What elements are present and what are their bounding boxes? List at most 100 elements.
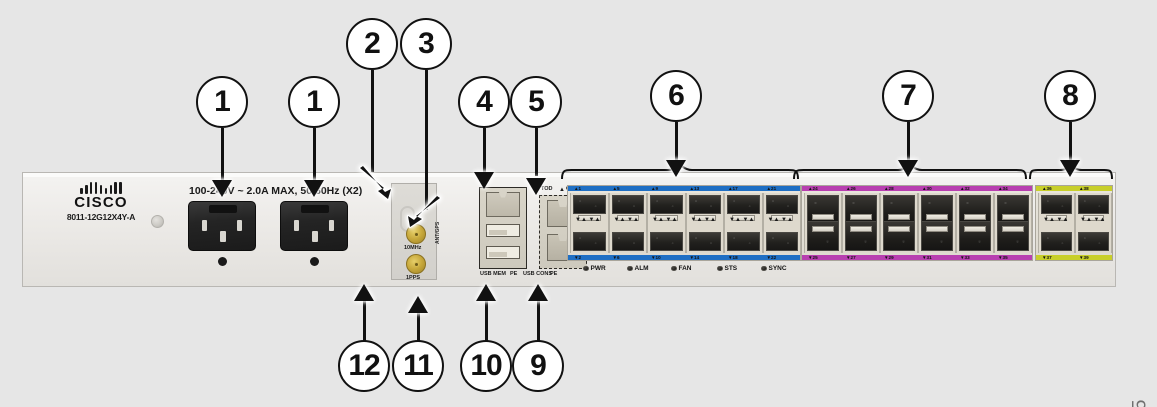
qsfp-bank-port-label-28: ▲28 [884, 185, 894, 191]
leader-1-left [221, 128, 224, 186]
sfp-bank-port-21[interactable] [765, 195, 798, 214]
sfp-bank-port-9[interactable] [650, 195, 683, 214]
leader-12 [363, 300, 366, 342]
power-inlet-right-indicator [310, 257, 319, 266]
led-pwr-label: PWR [590, 265, 606, 272]
arrowhead-10 [476, 284, 496, 301]
callout-8: 8 [1044, 70, 1096, 122]
sfp-bank-latch [578, 215, 601, 221]
sfp28-bank-port-37[interactable] [1041, 232, 1072, 251]
callout-7: 7 [882, 70, 934, 122]
leader-8 [1069, 122, 1072, 164]
qsfp-bank-latch-top [888, 226, 910, 232]
sfp-bank-port-2[interactable] [573, 232, 606, 251]
qsfp-bank-port-label-32: ▲32 [960, 185, 970, 191]
qsfp-bank-port-label-26: ▲26 [846, 185, 856, 191]
sfp28-bank-port-label-38: ▲38 [1079, 185, 1089, 191]
sfp-bank-port-10[interactable] [650, 232, 683, 251]
sfp28-bank-port-label-39: ▼39 [1079, 255, 1089, 261]
callout-2: 2 [346, 18, 398, 70]
sfp-bank-port-label-13: ▲13 [689, 185, 700, 191]
bnc-10mhz-connector[interactable] [406, 224, 426, 244]
qsfp-bank-port-label-30: ▲30 [922, 185, 932, 191]
led-pwr: PWR [583, 265, 606, 272]
arrowhead-1-right [304, 180, 324, 197]
qsfp-bank-column [880, 193, 918, 253]
arrowhead-4 [474, 172, 494, 189]
power-inlet-left[interactable] [188, 201, 256, 251]
leader-11 [417, 312, 420, 342]
sfp-bank-port-22[interactable] [765, 232, 798, 251]
sfp28-bank-port-label-36: ▲36 [1042, 185, 1052, 191]
sfp28-bank-port-36[interactable] [1041, 195, 1072, 214]
callout-12: 12 [338, 340, 390, 392]
sfp-bank-latch [616, 215, 639, 221]
bnc-1pps-connector[interactable] [406, 254, 426, 274]
brand-name: CISCO [74, 194, 128, 211]
qsfp-bank-latch-top [964, 226, 986, 232]
sfp28-bank-direction-arrows-icon: ▼▲ ▼▲ [1043, 217, 1069, 223]
power-inlet-left-indicator [218, 257, 227, 266]
leader-2 [371, 70, 374, 172]
qsfp-bank-port-label-27: ▼27 [846, 255, 856, 261]
qsfp-bank-port-label-25: ▼25 [808, 255, 818, 261]
qsfp-bank-latch-bottom [926, 214, 948, 220]
sfp28-port-bank: ▼▲ ▼▲▲36▼37▼▲ ▼▲▲38▼39 [1035, 185, 1113, 261]
callout-10: 10 [460, 340, 512, 392]
sfp28-bank-port-38[interactable] [1078, 195, 1109, 214]
label-pe-left: PE [510, 271, 518, 277]
label-usb-cons: USB CONS [523, 271, 553, 277]
sfp28-bank-bottom-colorbar [1036, 255, 1112, 260]
power-inlet-right[interactable] [280, 201, 348, 251]
sfp-bank-port-17[interactable] [727, 195, 760, 214]
sfp-bank-port-13[interactable] [688, 195, 721, 214]
sfp-bank-port-label-10: ▼10 [651, 255, 661, 261]
qsfp-bank-column [956, 193, 994, 253]
sfp-bank-direction-arrows-icon: ▼▲ ▼▲ [613, 217, 639, 223]
sfp-bank-port-label-21: ▲21 [766, 185, 777, 191]
qsfp-bank-column [918, 193, 956, 253]
callout-4: 4 [458, 76, 510, 128]
usb-cons-port[interactable] [486, 246, 520, 259]
usb-mem-port[interactable] [486, 224, 520, 237]
qsfp-bank-latch-top [1002, 226, 1024, 232]
sfp-bank-latch [693, 215, 716, 221]
chassis-screw [151, 215, 164, 228]
leader-1-right [313, 128, 316, 186]
qsfp-bank-column [804, 193, 842, 253]
label-usb-mem: USB MEM [480, 271, 506, 277]
usb-port-upper[interactable] [486, 192, 520, 217]
sfp-bank-port-5[interactable] [611, 195, 644, 214]
sfp-bank-port-14[interactable] [688, 232, 721, 251]
leader-9 [537, 300, 540, 342]
led-sync-icon [761, 265, 767, 272]
sfp-bank-port-label-2: ▼2 [574, 255, 582, 261]
sfp-bank-port-1[interactable] [573, 195, 606, 214]
figure-id-number: 523525 [1129, 399, 1151, 407]
label-10mhz: 10MHz [404, 245, 422, 251]
led-pwr-icon [583, 265, 589, 272]
qsfp-bank-port-label-29: ▼29 [884, 255, 894, 261]
sfp-bank-port-18[interactable] [727, 232, 760, 251]
arrowhead-11 [408, 296, 428, 313]
qsfp-bank-port-label-24: ▲24 [808, 185, 818, 191]
qsfp-port-bank: ▲24▼25▲26▼27▲28▼29▲30▼31▲32▼33▲34▼35 [801, 185, 1033, 261]
sfp-bank-latch [732, 215, 755, 221]
sfp-bank-port-6[interactable] [611, 232, 644, 251]
arrowhead-7 [898, 160, 918, 177]
sfp-bank-column: ▼▲ ▼▲ [570, 193, 609, 253]
sfp-bank-port-label-5: ▲5 [612, 185, 620, 191]
sfp-port-bank: ▼▲ ▼▲▲1▼2▼▲ ▼▲▲5▼6▼▲ ▼▲▲9▼10▼▲ ▼▲▲13▼14▼… [567, 185, 801, 261]
led-sync-label: SYNC [768, 265, 787, 272]
led-fan: FAN [671, 265, 692, 272]
sfp-bank-column: ▼▲ ▼▲ [647, 193, 686, 253]
callout-5: 5 [510, 76, 562, 128]
led-alm-icon [627, 265, 633, 272]
sfp-bank-port-label-6: ▼6 [612, 255, 620, 261]
qsfp-bank-latch-bottom [964, 214, 986, 220]
sfp-bank-port-label-14: ▼14 [689, 255, 700, 261]
qsfp-bank-latch-bottom [888, 214, 910, 220]
sfp28-bank-port-39[interactable] [1078, 232, 1109, 251]
callout-9: 9 [512, 340, 564, 392]
